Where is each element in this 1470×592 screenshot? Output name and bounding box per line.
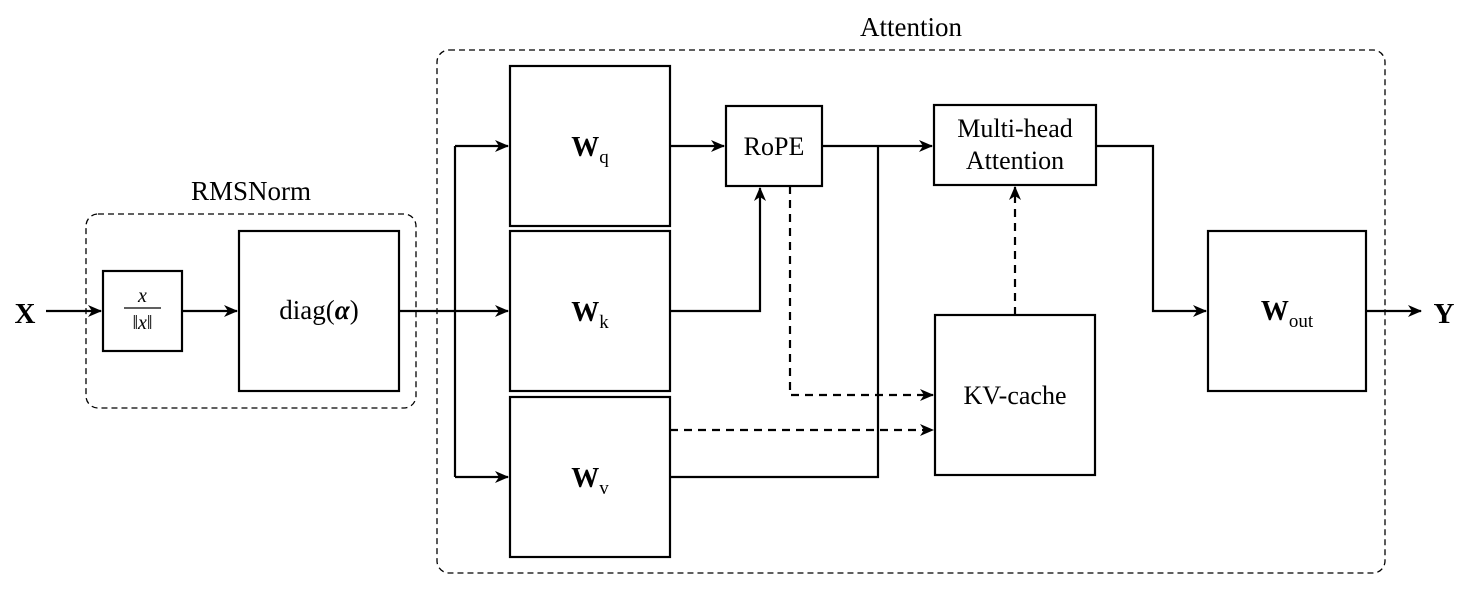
wout-label: Wout: [1261, 296, 1314, 332]
output-y-label: Y: [1434, 298, 1455, 330]
multi-head-attention-block: Multi-head Attention: [932, 103, 1098, 187]
rmsnorm-label: RMSNorm: [191, 176, 311, 206]
arrow-wk-to-rope: [670, 187, 766, 313]
input-x-label: X: [15, 298, 36, 330]
rope-label: RoPE: [744, 132, 805, 161]
kv-cache-label: KV-cache: [964, 381, 1067, 410]
wout-block: Wout: [1206, 229, 1368, 393]
norm-block: x ‖x‖: [101, 269, 184, 353]
norm-denominator: ‖x‖: [132, 312, 152, 334]
rope-block: RoPE: [724, 104, 824, 188]
dashed-arrow-rope-to-kv-cache: [788, 186, 934, 401]
norm-numerator: x: [137, 285, 147, 307]
attention-label: Attention: [860, 12, 962, 42]
line-wv-to-mha: [670, 146, 880, 479]
kv-cache-block: KV-cache: [933, 313, 1097, 477]
wv-block: Wv: [508, 395, 672, 559]
wk-label: Wk: [571, 297, 609, 333]
wq-block: Wq: [508, 64, 672, 228]
mha-label-line1: Multi-head: [957, 114, 1073, 143]
wk-block: Wk: [508, 229, 672, 393]
wq-label: Wq: [571, 132, 609, 168]
wv-label: Wv: [571, 463, 609, 499]
arrow-mha-to-wout: [1096, 144, 1207, 317]
diag-alpha-label: diag(α): [279, 295, 358, 325]
mha-label-line2: Attention: [966, 146, 1064, 175]
diag-alpha-block: diag(α): [237, 229, 401, 393]
